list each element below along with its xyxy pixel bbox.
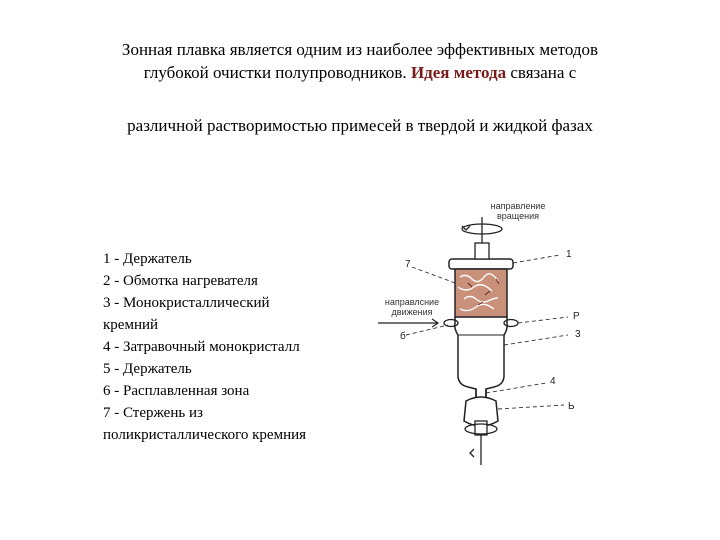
motion-arrow-icon <box>378 318 440 328</box>
rotation-label-line-2: вращения <box>497 211 539 221</box>
top-rotation-arrow-icon <box>461 217 503 243</box>
motion-label-line-1: направлсние <box>385 297 439 307</box>
callout-leaders <box>405 254 569 410</box>
callout-1: 1 <box>566 249 572 260</box>
legend-item: кремний <box>103 317 159 333</box>
callout-5: Ь <box>568 401 575 412</box>
legend-item: 3 - Монокристаллический <box>103 295 270 311</box>
callout-6: б <box>400 330 406 342</box>
bottom-rotation-arrow-icon <box>464 423 498 465</box>
polycrystal-rod <box>454 268 508 318</box>
legend-item: 5 - Держатель <box>103 361 192 377</box>
legend-item: 4 - Затравочный монокристалл <box>103 339 300 355</box>
legend-item: поликристаллического кремния <box>103 427 307 443</box>
zone-melting-diagram: направление вращения <box>378 201 581 465</box>
heading-line-2-start: глубокой очистки полупроводников. <box>143 63 411 82</box>
callout-2: P <box>573 311 580 322</box>
top-holder <box>448 242 514 270</box>
legend-item: 6 - Расплавленная зона <box>103 383 250 399</box>
legend-item: 1 - Держатель <box>103 251 192 267</box>
callout-7: 7 <box>405 259 411 270</box>
slide-heading: Зонная плавка является одним из наиболее… <box>60 38 660 84</box>
callout-4: 4 <box>550 376 556 387</box>
bottom-holder <box>463 396 499 436</box>
rotation-label-line-1: направление <box>491 201 546 211</box>
heading-line-3: различной растворимостью примесей в твер… <box>127 116 593 135</box>
heading-line-2-end: связана с <box>506 63 577 82</box>
heading-line-2: глубокой очистки полупроводников. Идея м… <box>60 61 660 84</box>
motion-label-line-2: движения <box>392 307 433 317</box>
monocrystal-body <box>454 317 508 397</box>
heading-accent: Идея метода <box>410 63 507 82</box>
legend-item: 7 - Стержень из <box>103 405 203 421</box>
legend-list: 1 - Держатель 2 - Обмотка нагревателя 3 … <box>103 248 363 446</box>
heading-line-1: Зонная плавка является одним из наиболее… <box>121 40 599 59</box>
callout-3: 3 <box>575 329 581 340</box>
legend-item: 2 - Обмотка нагревателя <box>103 273 258 289</box>
